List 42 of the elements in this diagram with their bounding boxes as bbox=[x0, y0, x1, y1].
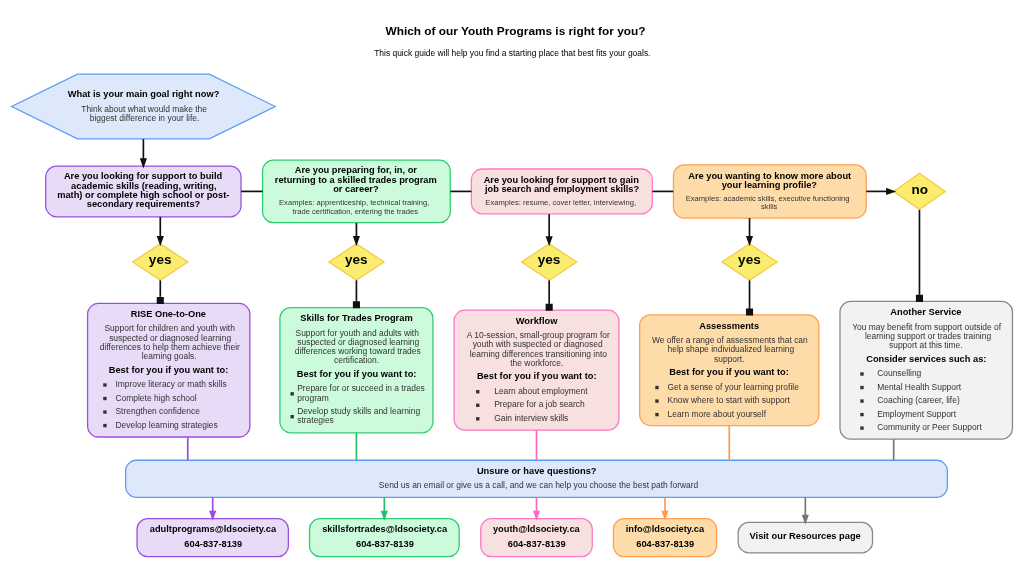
connector bbox=[545, 279, 553, 311]
connector bbox=[449, 190, 473, 192]
node-box: Unsure or have questions? Send us an email or give us a call, and we can help you choose the best path forward bbox=[125, 459, 948, 498]
arrow bbox=[801, 496, 809, 525]
arrow bbox=[380, 496, 388, 521]
node-box: adultprograms@ldsociety.ca 604-837-8139 bbox=[136, 517, 289, 557]
node-box: RISE One-to-One Support for children and youth with suspected or diagnosed learning differences to help them achieve their learning goals. Best for you if you want to: Improve literacy or math skills Complete high school Strengthen confidence Develop learning strategies bbox=[86, 302, 251, 438]
node-box: Assessments We offer a range of assessments that can help shape individualized learning support. Best for you if you want to: Get a sense of your learning profile Know where to start with support Learn more about yourself bbox=[639, 313, 820, 426]
arrow bbox=[661, 496, 669, 521]
node-box: Visit our Resources page bbox=[737, 521, 874, 553]
arrow bbox=[865, 187, 897, 195]
connector bbox=[535, 428, 538, 461]
node-diamond: yes bbox=[720, 242, 779, 281]
node-box: Another Service You may benefit from support outside of learning support or trades training support at this time. Consider services such as: Counselling Mental Health Support Coaching (career, life) Employment Support Community or Peer Support bbox=[839, 300, 1014, 440]
connector bbox=[915, 208, 923, 302]
arrow bbox=[745, 216, 754, 246]
node-box: Are you wanting to know more about your learning profile? Examples: academic skills, executive functioning skills bbox=[672, 163, 867, 219]
arrow bbox=[545, 212, 553, 246]
caption: This quick guide will help you find a starting place that best fits your goals. bbox=[374, 47, 651, 58]
connector bbox=[651, 190, 675, 192]
connector bbox=[728, 424, 731, 461]
node-diamond: no bbox=[892, 171, 947, 210]
node-box: Are you preparing for, in, or returning to a skilled trades program or career? Examples: apprenticeship, technical training, trade certification, entering the trades bbox=[261, 159, 451, 223]
node-diamond: yes bbox=[327, 242, 386, 281]
arrow bbox=[209, 496, 217, 521]
node-box: youth@ldsociety.ca 604-837-8139 bbox=[480, 517, 593, 557]
connector bbox=[186, 435, 189, 461]
node-box: Skills for Trades Program Support for youth and adults with suspected or diagnosed learning differences working toward trades certification. Best for you if you want to: Prepare for or succeed in a trades program Develop study skills and learning strategies bbox=[279, 306, 434, 433]
node-box: skillsfortrades@ldsociety.ca 604-837-8139 bbox=[308, 517, 460, 557]
connector bbox=[892, 437, 895, 461]
connector bbox=[240, 190, 264, 192]
connector bbox=[355, 431, 358, 461]
diagram-title: Which of our Youth Programs is right for you? bbox=[385, 23, 646, 38]
node-diamond: yes bbox=[131, 242, 190, 281]
connector bbox=[156, 279, 164, 304]
arrow bbox=[156, 215, 164, 246]
node-box: info@ldsociety.ca 604-837-8139 bbox=[612, 517, 718, 557]
node-box: Are you looking for support to gain job search and employment skills? Examples: resume, cover letter, interviewing, bbox=[470, 167, 653, 214]
arrow bbox=[139, 137, 147, 168]
node-box: Are you looking for support to build academic skills (reading, writing, math) or complete high school or post-secondary requirements? bbox=[45, 164, 242, 217]
node-box: Workflow A 10-session, small-group program for youth with suspected or diagnosed learning differences transitioning into the workforce. Best for you if you want to: Learn about employment Prepare for a job search Gain interview skills bbox=[453, 309, 620, 431]
node-diamond: yes bbox=[520, 242, 578, 281]
